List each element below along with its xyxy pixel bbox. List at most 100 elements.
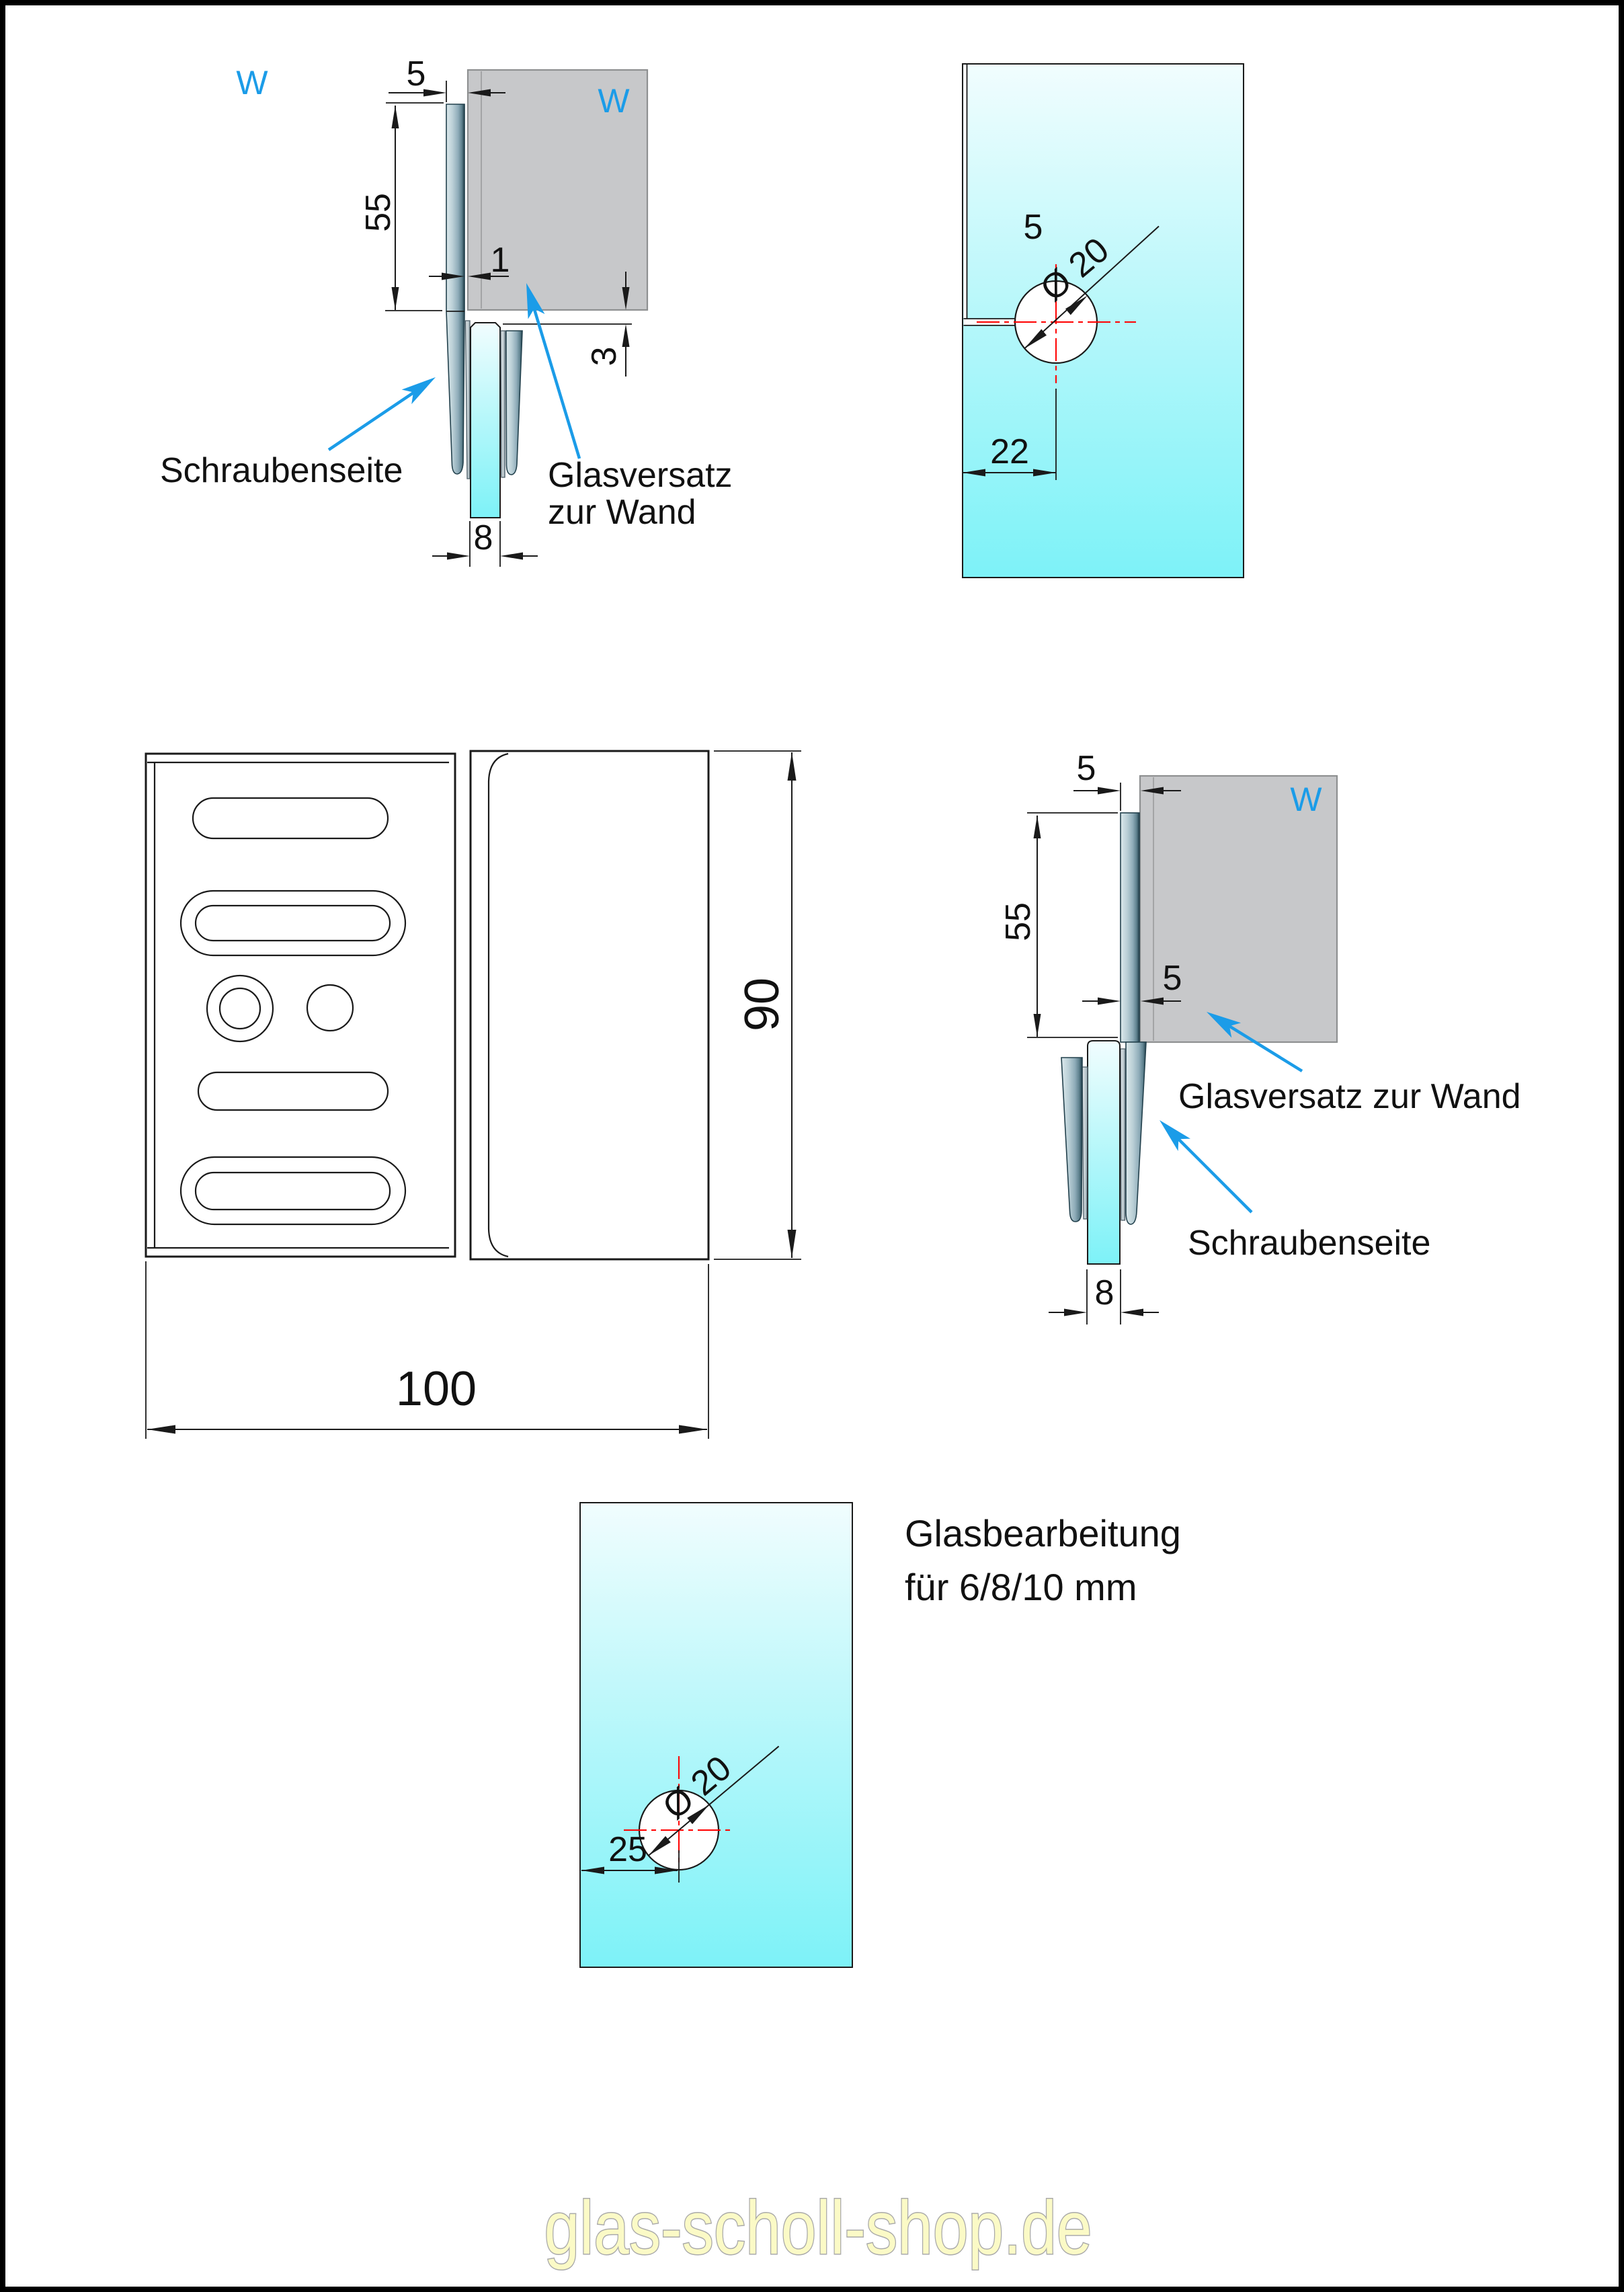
leader-line xyxy=(648,1745,780,1856)
dimension-hole-offset: 25 xyxy=(581,1830,680,1883)
round-hole xyxy=(206,974,274,1043)
clamp-plate xyxy=(1120,812,1140,1043)
label-screw-side: Schraubenseite xyxy=(1160,1120,1430,1263)
dimension-width: 100 xyxy=(145,1261,709,1439)
dim-text: 90 xyxy=(735,978,789,1031)
arrowhead-icon xyxy=(147,1425,175,1434)
dim-text: 55 xyxy=(999,902,1038,941)
arrowhead-icon xyxy=(391,106,399,128)
edge-cut xyxy=(963,65,967,320)
arrowhead-icon xyxy=(1065,295,1088,315)
arrowhead-icon xyxy=(963,469,985,477)
dim-text: 3 xyxy=(585,347,624,366)
arrowhead-icon xyxy=(622,287,630,310)
arrowhead-icon xyxy=(1098,787,1121,795)
slot-hole xyxy=(179,1156,407,1226)
arrowhead-icon xyxy=(655,1866,678,1874)
label-text: Glasversatz xyxy=(548,456,733,495)
slot-hole-inner xyxy=(194,1171,391,1211)
label-screw-side: Schraubenseite xyxy=(160,377,436,490)
arrowhead-icon xyxy=(391,287,399,310)
leader-line xyxy=(530,300,581,459)
slot-hole-inner xyxy=(194,904,391,942)
round-hole-inner xyxy=(218,987,261,1030)
label-glass-offset: Glasversatz zur Wand xyxy=(1178,1012,1521,1116)
dim-text: 100 xyxy=(396,1362,477,1416)
dimension-glass-offset: 1 xyxy=(429,241,510,280)
bracket-plate xyxy=(145,752,456,1258)
gasket-right xyxy=(500,330,506,478)
section-view-wall-left: W W 5 55 xyxy=(160,54,733,567)
arrowhead-icon xyxy=(442,272,464,280)
slot-hole xyxy=(192,797,389,840)
gasket-left xyxy=(464,320,471,479)
plan-view: 90 100 xyxy=(145,750,801,1439)
arrowhead-icon xyxy=(1121,1308,1143,1316)
clamp-plate xyxy=(446,104,465,475)
arrowhead-icon xyxy=(468,89,491,97)
arrowhead-icon xyxy=(787,1230,797,1258)
arrowhead-icon xyxy=(1141,787,1164,795)
clamp-jaw-left xyxy=(1061,1057,1083,1222)
arrowhead-icon xyxy=(679,1425,707,1434)
slot-hole xyxy=(179,890,407,957)
leader-arrow-icon xyxy=(1207,1012,1242,1038)
round-hole xyxy=(306,984,354,1032)
dim-text: 1 xyxy=(491,241,510,280)
bracket-flange xyxy=(469,750,710,1261)
dim-text: 5 xyxy=(407,54,426,93)
wall-letter-free: W xyxy=(236,64,268,102)
arrowhead-icon xyxy=(1098,997,1121,1005)
dim-text-slot: 5 xyxy=(1024,208,1043,247)
bend-line xyxy=(487,752,509,1258)
dimension-plate-thickness: 5 xyxy=(1073,749,1181,811)
arrowhead-icon xyxy=(447,552,470,560)
arrowhead-icon xyxy=(423,89,446,97)
dimension-gap-to-wall: 3 xyxy=(503,272,632,377)
arrowhead-icon xyxy=(648,1835,671,1856)
arrowhead-icon xyxy=(1033,816,1041,838)
label-text: Schraubenseite xyxy=(160,451,403,490)
wall-letter: W xyxy=(598,82,630,120)
dimension-glass-offset: 5 xyxy=(1082,959,1182,1005)
gasket-right xyxy=(1120,1048,1126,1221)
dim-text: 5 xyxy=(1077,749,1096,788)
view-title-line1: Glasbearbeitung xyxy=(905,1512,1181,1554)
dim-text: 8 xyxy=(1095,1273,1114,1312)
arrowhead-icon xyxy=(787,752,797,781)
leader-line xyxy=(1024,225,1160,350)
glass-cutout-view: 5 Ø 20 22 xyxy=(962,63,1244,578)
arrowhead-icon xyxy=(581,1866,604,1874)
section-view-wall-right: W 5 55 5 xyxy=(999,749,1521,1325)
wall-letter: W xyxy=(1290,781,1322,818)
dimension-hole-offset: 22 xyxy=(963,389,1057,480)
leader-arrow-icon xyxy=(526,283,545,319)
leader-line xyxy=(327,385,425,451)
dim-text: 25 xyxy=(608,1830,647,1869)
leader-line xyxy=(1166,1127,1253,1214)
wall-block xyxy=(466,69,649,311)
dimension-plate-height: 55 xyxy=(999,812,1118,1038)
arrowhead-icon xyxy=(500,552,523,560)
dimension-glass-thickness: 8 xyxy=(1049,1269,1159,1325)
dim-text: 5 xyxy=(1163,959,1182,998)
gasket-left xyxy=(1082,1066,1088,1220)
slot-hole xyxy=(197,1071,389,1111)
view-title-line2: für 6/8/10 mm xyxy=(905,1566,1137,1608)
dim-text: 8 xyxy=(474,518,493,557)
dimension-height: 90 xyxy=(714,750,801,1260)
dimension-glass-thickness: 8 xyxy=(432,518,538,567)
glass-panel xyxy=(579,1502,853,1968)
arrowhead-icon xyxy=(1033,469,1056,477)
leader-arrow-icon xyxy=(1160,1120,1190,1151)
clamp-jaw-right xyxy=(1125,1041,1147,1225)
arrowhead-icon xyxy=(687,1805,710,1825)
label-text: Glasversatz zur Wand xyxy=(1178,1077,1521,1116)
arrowhead-icon xyxy=(1141,997,1164,1005)
dim-text: 22 xyxy=(990,432,1029,471)
arrowhead-icon xyxy=(468,272,491,280)
dim-text: 55 xyxy=(359,193,398,232)
label-text: zur Wand xyxy=(548,493,696,532)
